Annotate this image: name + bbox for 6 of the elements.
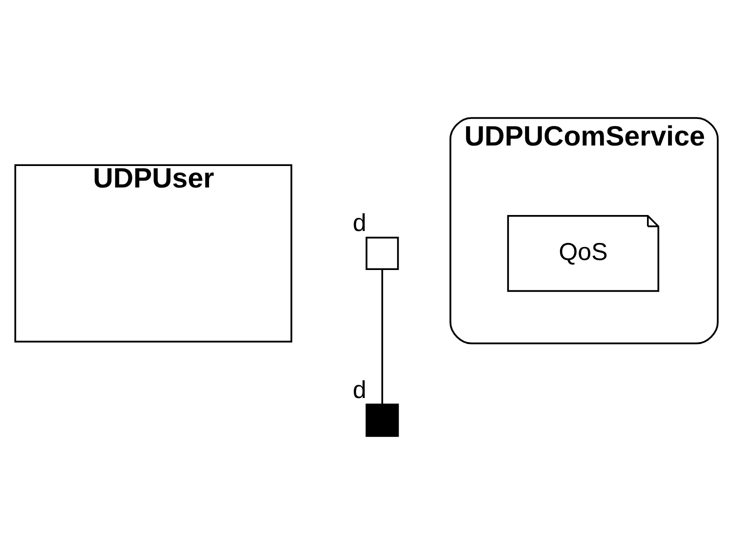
node-label: d	[352, 210, 366, 238]
connector	[381, 270, 384, 404]
node-box	[366, 404, 399, 437]
node-box	[366, 236, 399, 270]
node-box: UDPUser	[14, 164, 292, 343]
node-label: d	[352, 376, 366, 404]
